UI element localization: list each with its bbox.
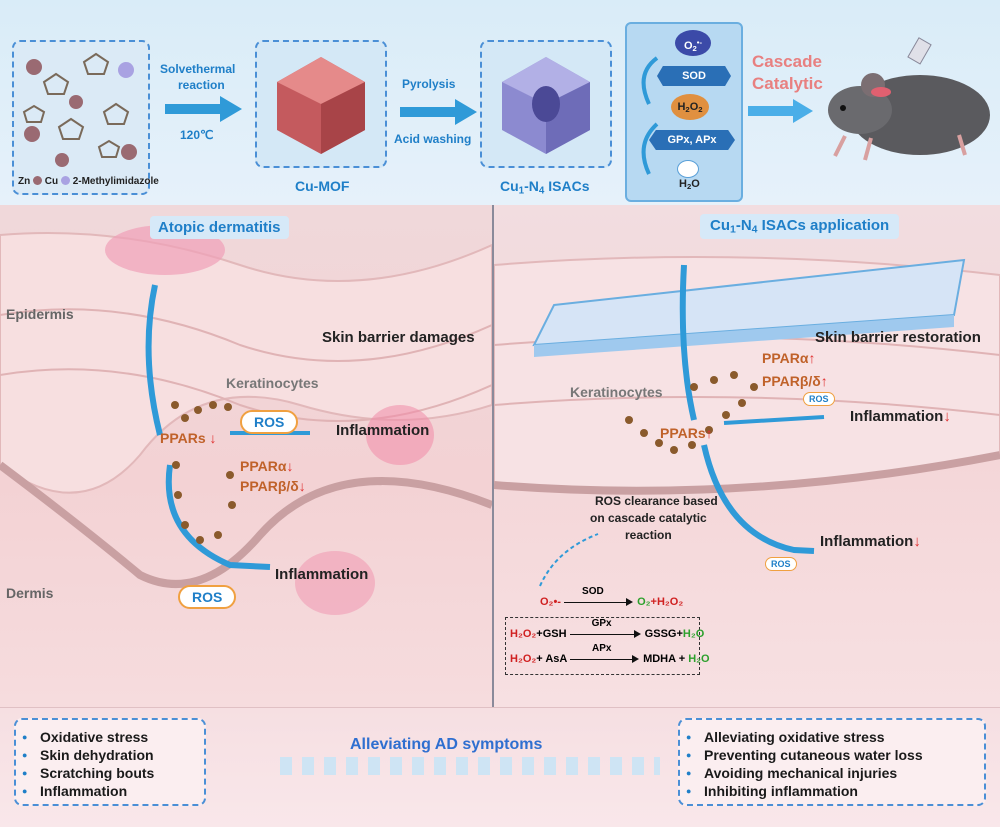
benefit-item: Inhibiting inflammation [680, 782, 984, 800]
precursor-illustration [22, 52, 137, 167]
ligand-legend-label: 2-Methylimidazole [72, 176, 159, 187]
symptom-item: Oxidative stress [16, 728, 204, 746]
gpx-apx-enzyme-tag: GPx, APx [649, 130, 735, 150]
left-ros-badge-2: ROS [178, 585, 237, 609]
right-barrier-label: Skin barrier restoration [815, 329, 981, 346]
water-drop-icon [677, 160, 699, 178]
symptom-item: Inflammation [16, 782, 204, 800]
isac-box [480, 40, 612, 168]
left-ppar-alpha-label: PPARα↓ [240, 458, 294, 474]
step1-arrow [165, 96, 242, 122]
symptoms-list: Oxidative stress Skin dehydration Scratc… [16, 728, 204, 800]
reaction-gpx: H₂O₂+GSH GPx GSSG+H₂O [510, 618, 705, 640]
reaction-box [505, 617, 700, 675]
reaction-sod: O₂•- SOD O₂+H₂O₂ [540, 586, 684, 608]
reaction-apx: H₂O₂+ AsA APx MDHA + H₂O [510, 643, 710, 665]
right-ros-badge-1: ROS [803, 392, 835, 406]
right-ppar-beta-label: PPARβ/δ↑ [762, 373, 828, 389]
h2o2-badge: H2O2 [671, 94, 709, 120]
left-panel-title: Atopic dermatitis [150, 216, 289, 239]
precursor-box: Zn Cu 2-Methylimidazole [12, 40, 159, 195]
mof-box [255, 40, 387, 168]
chevron-arrow-band [270, 757, 660, 775]
right-skin-layers [494, 256, 1000, 554]
step1-label-top: Solvethermal [160, 62, 236, 76]
step2-label-top: Pyrolysis [402, 77, 456, 91]
right-skin-panel [494, 205, 1000, 707]
step2-label-bottom: Acid washing [394, 132, 472, 146]
left-keratinocytes-label: Keratinocytes [226, 375, 319, 391]
benefit-item: Alleviating oxidative stress [680, 728, 984, 746]
right-ppar-alpha-label: PPARα↑ [762, 350, 816, 366]
cu-legend-dot [60, 176, 70, 185]
superoxide-badge: O2•- [675, 30, 711, 56]
left-barrier-label: Skin barrier damages [322, 329, 475, 346]
zn-legend-label: Zn [18, 176, 31, 187]
cascade-box: O2•- SOD H2O2 GPx, APx H2O [625, 22, 743, 202]
left-skin-layers [0, 225, 492, 615]
symptom-item: Skin dehydration [16, 746, 204, 764]
mouse-illustration [828, 37, 990, 161]
left-ros-badge-1: ROS [240, 410, 299, 434]
right-ppars-label: PPARs↑ [660, 425, 713, 441]
mof-crystal-icon [277, 57, 365, 154]
isac-label: Cu1-N4 ISACs [500, 178, 590, 197]
symptoms-box: Oxidative stress Skin dehydration Scratc… [14, 718, 206, 806]
left-ppars-label: PPARs ↓ [160, 430, 217, 446]
ros-clearance-line3: reaction [625, 528, 672, 542]
right-keratinocytes-label: Keratinocytes [570, 384, 663, 400]
cu-legend-label: Cu [44, 176, 59, 187]
left-inflammation-label-1: Inflammation [336, 422, 430, 439]
ros-clearance-line2: on cascade catalytic [590, 511, 707, 525]
right-inflammation-label-2: Inflammation↓ [820, 533, 921, 550]
dermis-label: Dermis [6, 585, 54, 601]
sod-enzyme-tag: SOD [657, 66, 731, 86]
right-panel-title: Cu1-N4 ISACs application [700, 214, 900, 239]
step2-arrow [400, 99, 477, 125]
benefits-box: Alleviating oxidative stress Preventing … [678, 718, 986, 806]
water-label: H2O [679, 178, 700, 191]
cascade-title-line2: Catalytic [752, 74, 823, 93]
alleviating-label: Alleviating AD symptoms [350, 736, 543, 753]
epidermis-label: Epidermis [6, 306, 74, 322]
benefit-item: Avoiding mechanical injuries [680, 764, 984, 782]
right-ros-badge-2: ROS [765, 557, 797, 571]
left-ppar-beta-label: PPARβ/δ↓ [240, 478, 306, 494]
mof-label: Cu-MOF [295, 178, 350, 194]
cascade-flow-arrows [641, 56, 659, 175]
panel-divider [492, 205, 494, 707]
cascade-arrow [748, 99, 813, 123]
symptom-item: Scratching bouts [16, 764, 204, 782]
benefit-item: Preventing cutaneous water loss [680, 746, 984, 764]
right-inflammation-label-1: Inflammation↓ [850, 408, 951, 425]
benefits-list: Alleviating oxidative stress Preventing … [680, 728, 984, 800]
left-skin-panel [0, 205, 492, 707]
ros-clearance-line1: ROS clearance based [595, 494, 718, 508]
step1-label-mid: reaction [178, 78, 225, 92]
left-inflammation-label-2: Inflammation [275, 566, 369, 583]
step1-temperature: 120℃ [180, 128, 214, 142]
zn-legend-dot [33, 176, 42, 185]
ros-clearance-dashed-arrow [539, 533, 599, 587]
cascade-title-line1: Cascade [752, 52, 822, 71]
isac-crystal-icon [502, 57, 590, 154]
